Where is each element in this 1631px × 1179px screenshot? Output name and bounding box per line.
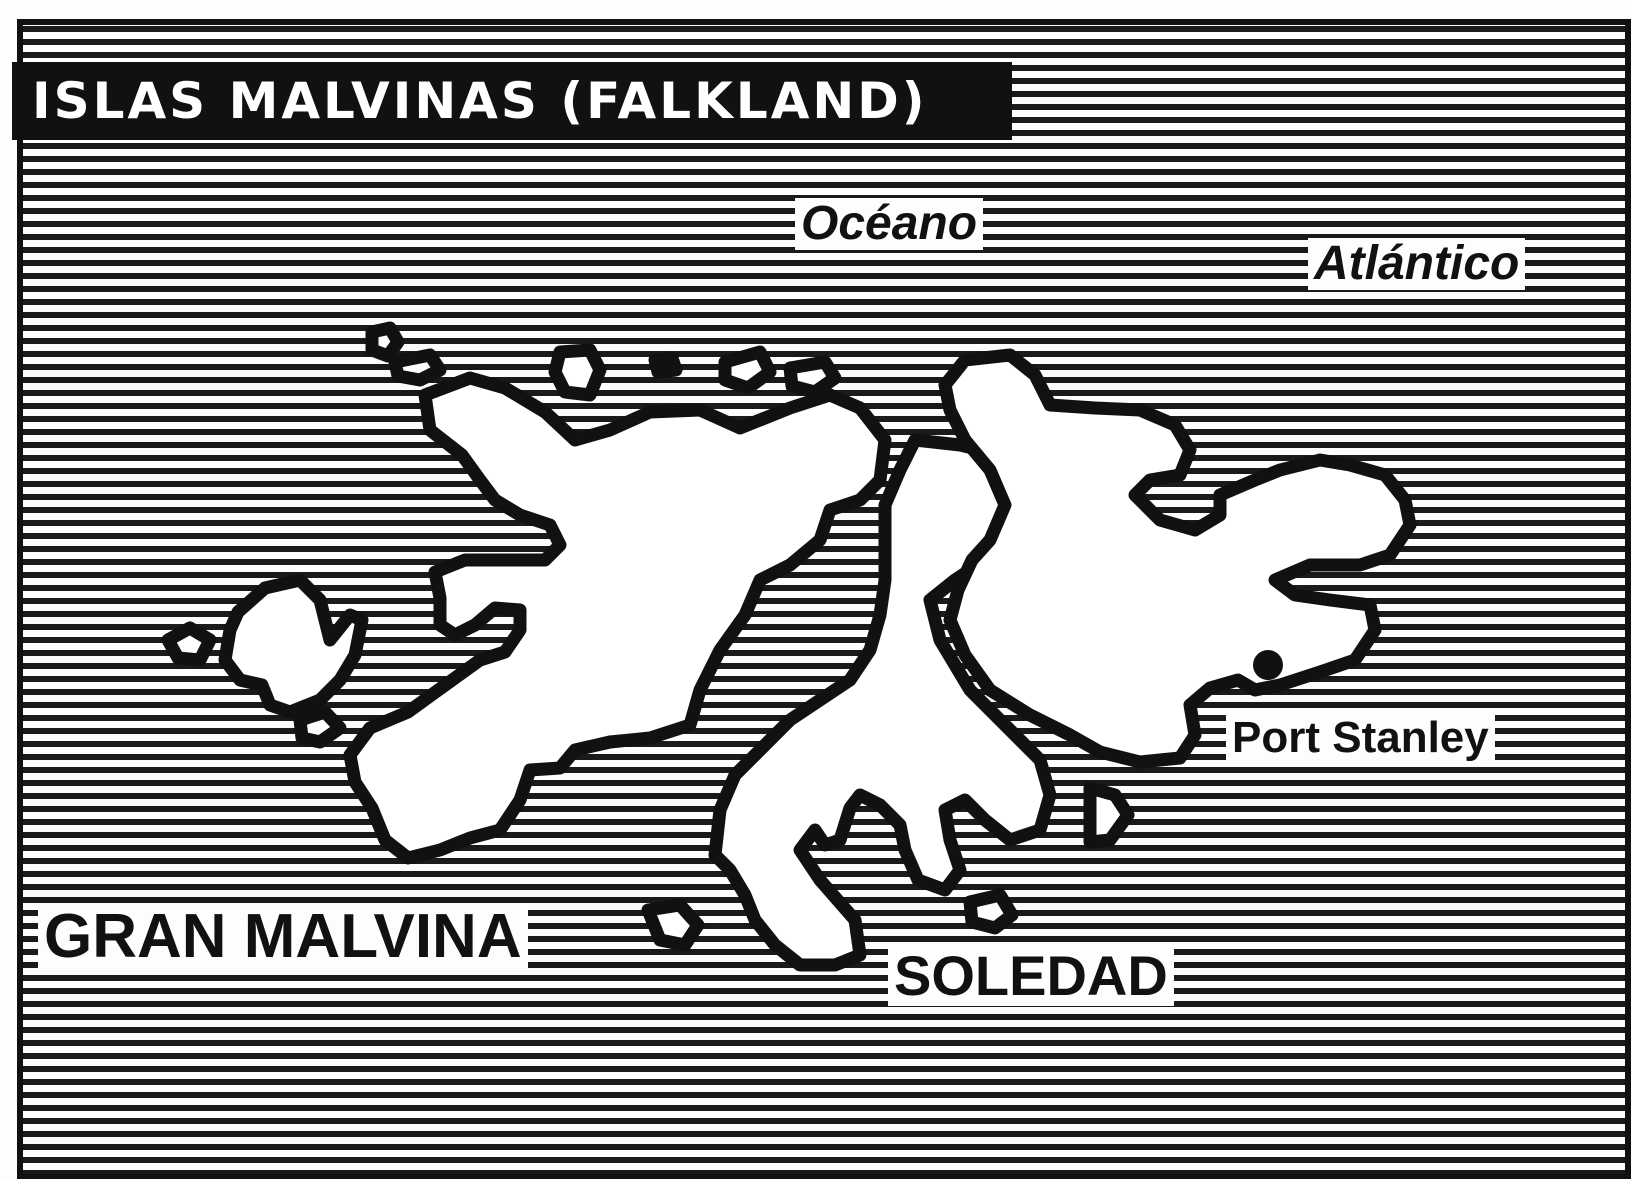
title-banner: ISLAS MALVINAS (FALKLAND) xyxy=(12,62,1012,140)
islet-northwest xyxy=(365,321,405,363)
saunders-island xyxy=(218,573,369,719)
islet-north-5 xyxy=(783,355,842,399)
map-title: ISLAS MALVINAS (FALKLAND) xyxy=(32,72,928,130)
islet-east xyxy=(1083,781,1135,849)
soledad-island xyxy=(938,348,1417,769)
map-frame xyxy=(17,19,1631,1179)
islet-north-4 xyxy=(718,345,777,395)
gran-malvina-island xyxy=(343,371,892,865)
ocean-label-oceano: Océano xyxy=(795,198,984,250)
islet-north-1 xyxy=(388,348,447,387)
soledad-label: SOLEDAD xyxy=(888,946,1174,1006)
islet-southwest xyxy=(293,705,347,749)
ocean-label-atlantico: Atlántico xyxy=(1308,238,1526,290)
port-stanley-label: Port Stanley xyxy=(1226,714,1495,762)
islet-north-2 xyxy=(548,343,607,402)
islet-south-1 xyxy=(641,898,705,952)
gran-malvina-label: GRAN MALVINA xyxy=(38,904,528,970)
islet-south-2 xyxy=(963,888,1019,935)
islet-north-3 xyxy=(648,351,683,379)
islet-west xyxy=(161,621,217,667)
port-stanley-marker xyxy=(1253,650,1283,680)
